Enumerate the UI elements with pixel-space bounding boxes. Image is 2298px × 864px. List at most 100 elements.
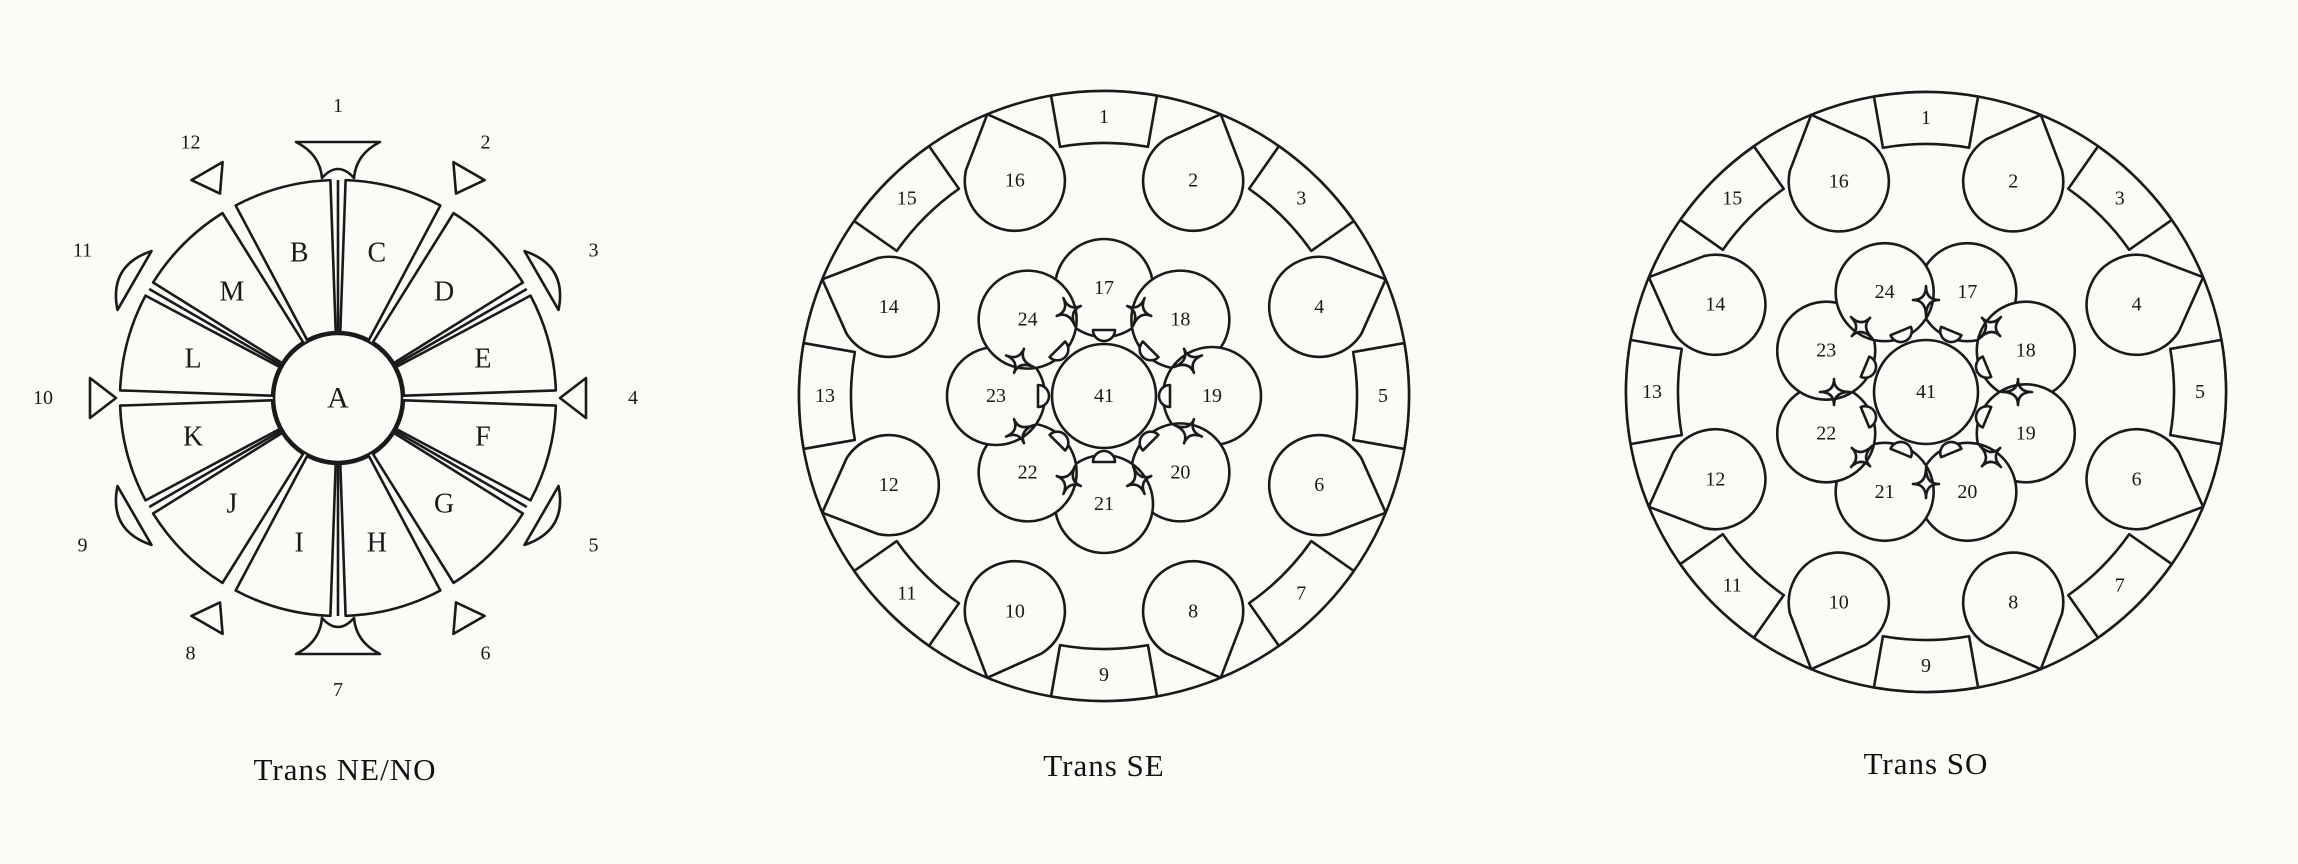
outer-label-1: 1 (1921, 107, 1931, 129)
half-moon-cell (1938, 325, 1963, 344)
outer-cell-5 (2168, 338, 2228, 446)
outer-label-12: 12 (879, 474, 899, 496)
outer-label-5: 5 (1378, 385, 1388, 407)
outer-triangle-8 (190, 601, 224, 636)
outer-triangle-6 (452, 601, 486, 636)
inner-label-17: 17 (1094, 277, 1114, 299)
half-moon-cell (1091, 449, 1117, 464)
outer-cell-9 (1049, 643, 1159, 703)
petal-E (394, 294, 558, 397)
small-cell (1818, 377, 1852, 407)
inner-label-19: 19 (2016, 422, 2036, 444)
half-moon-cell (1974, 355, 1993, 379)
outer-cell-14 (1647, 253, 1767, 357)
outer-label-8: 8 (2008, 592, 2018, 614)
outer-label-9: 9 (78, 535, 88, 557)
half-moon-cell (1889, 440, 1914, 459)
small-cell (1125, 464, 1153, 496)
outer-label-12: 12 (1705, 468, 1725, 490)
outer-label-3: 3 (1296, 188, 1306, 210)
outer-hook-5 (523, 484, 562, 547)
outer-cell-5 (1351, 341, 1411, 451)
inner-circle-24 (1834, 241, 1935, 343)
outer-cell-6 (1268, 433, 1388, 537)
inner-label-23: 23 (986, 385, 1006, 407)
petal-D (371, 211, 525, 365)
outer-label-8: 8 (1188, 600, 1198, 622)
outer-cell-13 (1624, 338, 1684, 446)
spoke (148, 427, 285, 509)
outer-label-2: 2 (1188, 170, 1198, 192)
center-label: 41 (1094, 385, 1114, 407)
outer-label-15: 15 (1722, 187, 1742, 209)
outer-hook-3 (523, 249, 562, 312)
half-moon-cell (1048, 430, 1070, 452)
inner-label-21: 21 (1875, 481, 1895, 503)
trans-so-diagram: 1234567891011121314151617181920212223244… (1624, 90, 2228, 694)
small-cell (1004, 347, 1036, 375)
outer-label-16: 16 (1829, 170, 1849, 192)
outer-label-5: 5 (2195, 381, 2205, 403)
inner-label-24: 24 (1875, 281, 1895, 303)
center-circle (1050, 342, 1158, 450)
outer-label-10: 10 (1829, 592, 1849, 614)
small-cell (1978, 315, 2003, 340)
outer-label-14: 14 (1705, 294, 1725, 316)
outer-label-15: 15 (897, 188, 917, 210)
outer-label-4: 4 (1314, 296, 1324, 318)
outer-cell-15 (1678, 144, 1786, 252)
outer-label-7: 7 (2115, 575, 2125, 597)
half-moon-cell (1138, 430, 1160, 452)
petal-label-M: M (219, 276, 244, 307)
center-circle (1872, 338, 1980, 446)
outer-cell-3 (2066, 144, 2174, 252)
outer-label-4: 4 (2132, 294, 2142, 316)
petal-M (151, 211, 305, 365)
small-cell (1978, 444, 2003, 469)
small-cell (1911, 284, 1941, 318)
small-cell (1055, 296, 1083, 328)
small-cell (1849, 315, 1874, 340)
spoke (391, 427, 528, 509)
petal-label-C: C (367, 238, 386, 269)
small-cell (1004, 417, 1036, 445)
outer-label-10: 10 (1005, 600, 1025, 622)
outer-label-9: 9 (1099, 664, 1109, 686)
outer-label-10: 10 (33, 387, 53, 409)
small-cell (1055, 464, 1083, 496)
outer-label-1: 1 (333, 95, 343, 117)
petal-C (339, 178, 442, 342)
outer-arrow-4 (558, 376, 588, 420)
inner-label-21: 21 (1094, 493, 1114, 515)
petal-label-I: I (295, 527, 304, 558)
petal-K (118, 399, 282, 502)
outer-cell-8 (1961, 551, 2065, 671)
outer-label-1: 1 (1099, 106, 1109, 128)
inner-label-20: 20 (1957, 481, 1977, 503)
outer-label-11: 11 (897, 582, 916, 604)
outer-cell-1 (1049, 89, 1159, 149)
inner-label-19: 19 (1202, 385, 1222, 407)
center-label: 41 (1916, 381, 1936, 403)
outer-cup-1 (294, 140, 382, 180)
outer-label-14: 14 (879, 296, 899, 318)
small-cell (1172, 347, 1204, 375)
petal-label-J: J (226, 489, 237, 520)
outer-cell-13 (797, 341, 857, 451)
outer-triangle-2 (452, 160, 486, 195)
inner-label-20: 20 (1170, 461, 1190, 483)
trans-se-diagram: 1234567891011121314151617181920212223244… (797, 89, 1411, 703)
small-cell (2000, 377, 2034, 407)
outer-label-11: 11 (73, 240, 92, 262)
outer-cell-6 (2085, 427, 2205, 531)
inner-label-22: 22 (1816, 422, 1836, 444)
outer-cell-10 (963, 560, 1067, 680)
petal-L (118, 294, 282, 397)
outer-cell-8 (1141, 560, 1245, 680)
petal-I (234, 454, 337, 618)
outer-label-9: 9 (1921, 655, 1931, 677)
petal-label-D: D (434, 276, 454, 307)
outer-arrow-10 (88, 376, 118, 420)
small-cell (1849, 444, 1874, 469)
